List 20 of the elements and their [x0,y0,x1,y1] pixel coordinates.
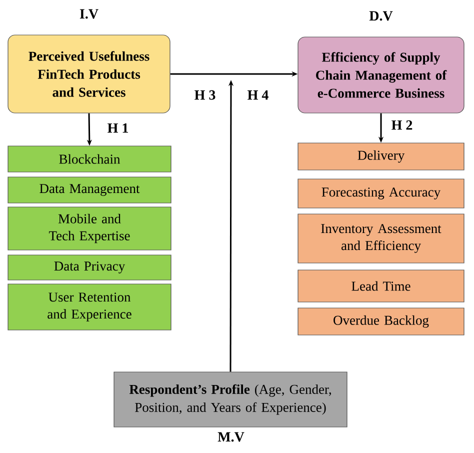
edge-label: H 3 [193,89,217,101]
factor-box: Overdue Backlog [298,308,464,336]
edge-label: H 2 [390,119,414,131]
factor-box: User Retention and Experience [8,284,172,330]
variable-heading: I.V [80,9,98,19]
variable-heading: D.V [369,11,393,21]
variable-box: Perceived Usefulness FinTech Products and Services [8,34,170,114]
factor-box: Lead Time [298,270,464,302]
factor-box: Data Management [8,176,172,204]
variable-heading: M.V [218,432,244,442]
factor-box: Data Privacy [8,254,172,280]
factor-box: Inventory Assessment and Efficiency [298,214,464,264]
edge-label: H 4 [246,89,270,101]
edge-label: H 1 [106,122,130,134]
factor-box: Forecasting Accuracy [298,178,464,208]
factor-box: Delivery [298,142,464,170]
profile-box: Respondent’s Profile (Age, Gender, Position, and Years of Experience) [114,372,348,428]
factor-box: Blockchain [8,146,172,172]
factor-box: Mobile and Tech Expertise [8,206,172,250]
variable-box: Efficiency of Supply Chain Management of e-Commerce Business [298,36,464,114]
